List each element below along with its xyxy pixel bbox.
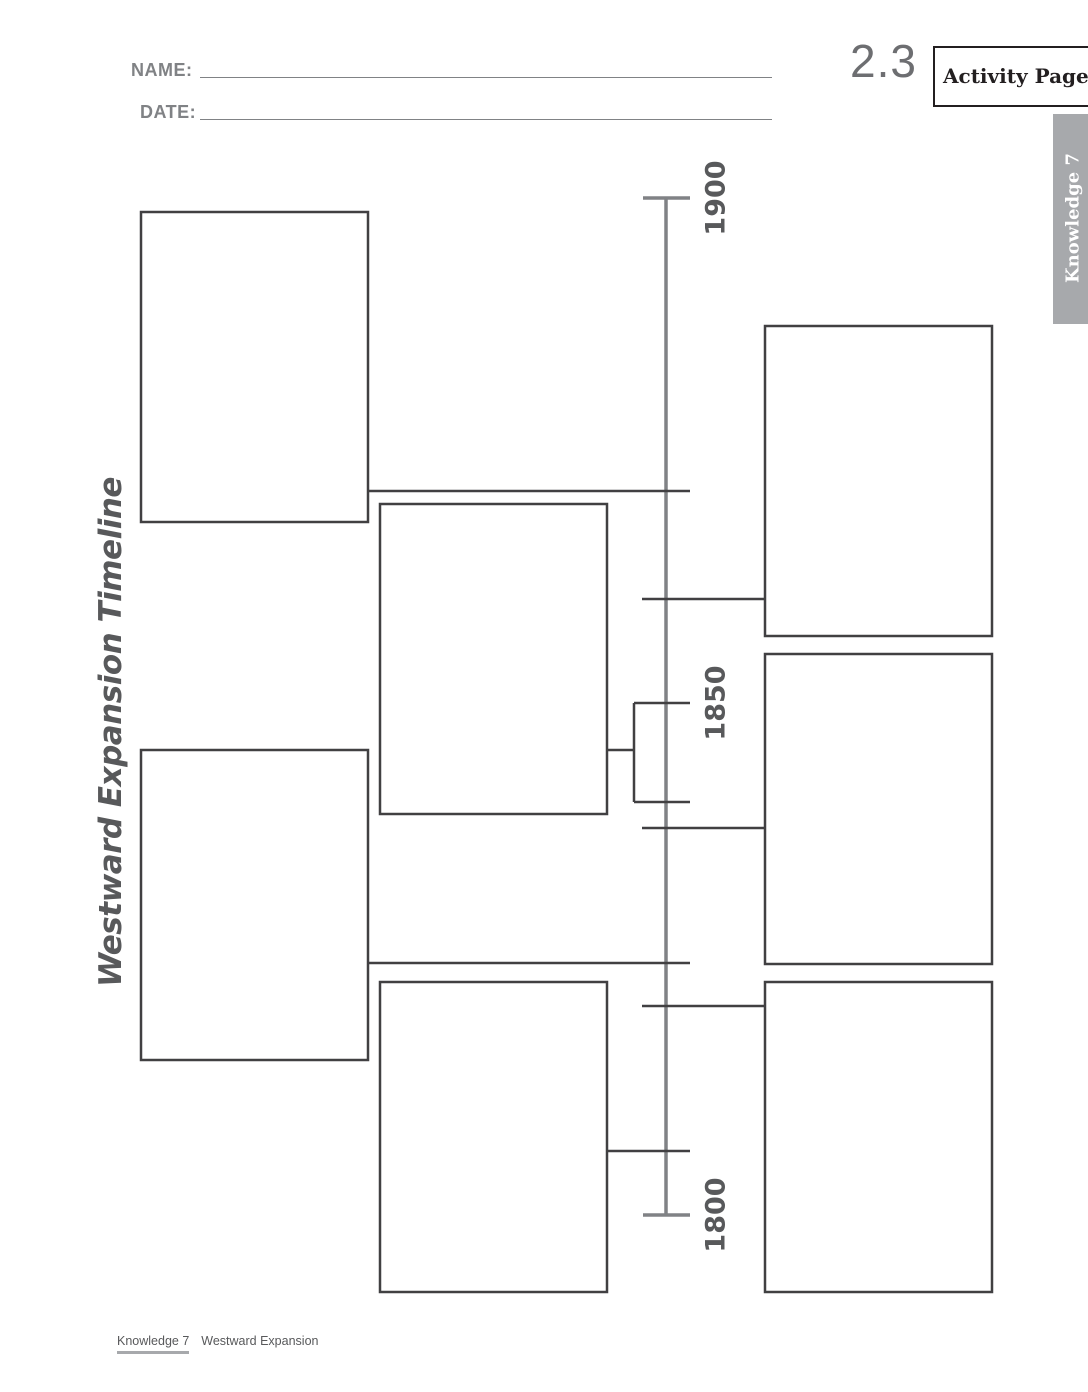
event-box-middle-bottom[interactable] [378,980,609,1294]
activity-page-label: Activity Page [943,64,1088,88]
footer-unit-title: Westward Expansion [201,1334,319,1348]
footer-underline [117,1351,189,1354]
date-label: DATE: [140,102,197,122]
year-label-1900: 1900 [700,160,732,236]
activity-number: 2.3 [850,35,917,87]
name-label: NAME: [131,60,193,80]
knowledge-side-tab [1053,114,1088,324]
connector-middle-top-bracket [607,701,690,804]
footer-knowledge-label: Knowledge 7 [117,1334,190,1348]
activity-page-box [933,46,1088,107]
date-field-line[interactable] [200,119,772,120]
event-box-left-top[interactable] [139,210,370,524]
year-label-1850: 1850 [700,665,732,741]
event-box-right-top[interactable] [763,324,994,638]
event-box-right-middle[interactable] [763,652,994,966]
event-box-middle-top[interactable] [378,502,609,816]
name-field-line[interactable] [200,77,772,78]
event-box-left-bottom[interactable] [139,748,370,1062]
footer: Knowledge 7 Westward Expansion [117,1334,318,1348]
event-box-right-bottom[interactable] [763,980,994,1294]
year-label-1800: 1800 [700,1177,732,1253]
